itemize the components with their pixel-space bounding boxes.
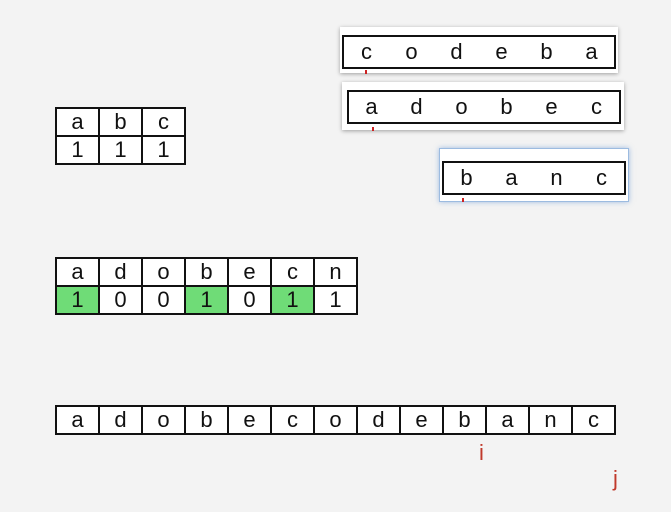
snippet-cell: n (550, 165, 563, 190)
target-frequency-table: a b c 1 1 1 (55, 107, 186, 165)
snippet-cell: d (450, 39, 463, 64)
count-cell: 1 (55, 285, 100, 315)
string-cell: b (442, 405, 487, 435)
count-cell: 1 (270, 285, 315, 315)
snippet-cell: b (540, 39, 553, 64)
pointer-j: j (613, 466, 618, 491)
table-cell: 1 (98, 135, 143, 165)
count-cell: 0 (227, 285, 272, 315)
table-cell: n (313, 257, 358, 287)
string-cell: b (184, 405, 229, 435)
snippet-card-banc[interactable]: b a n c (439, 148, 629, 202)
snippet-cell: c (361, 39, 372, 64)
table-cell: a (55, 107, 100, 137)
table-row-counts: 1 0 0 1 0 1 1 (55, 285, 358, 315)
snippet-cell: o (405, 39, 418, 64)
count-cell: 1 (184, 285, 229, 315)
snippet-cell: o (455, 94, 468, 119)
snippet-row-codeba: c o d e b a (342, 35, 616, 69)
table-cell: o (141, 257, 186, 287)
string-cell: e (399, 405, 444, 435)
count-cell: 1 (313, 285, 358, 315)
string-cell: d (356, 405, 401, 435)
string-cell: c (571, 405, 616, 435)
snippet-card-codeba: c o d e b a (340, 27, 618, 74)
table-row-letters: a d o b e c n (55, 257, 358, 287)
snippet-cell: c (596, 165, 607, 190)
pointer-tick-mark (462, 198, 464, 202)
snippet-cell: b (500, 94, 513, 119)
table-cell: e (227, 257, 272, 287)
pointer-i: i (479, 440, 484, 465)
snippet-row-banc: b a n c (442, 161, 626, 195)
count-cell: 0 (141, 285, 186, 315)
source-string-row: a d o b e c o d e b a n c (55, 405, 616, 435)
table-cell: 1 (55, 135, 100, 165)
string-cell: a (55, 405, 100, 435)
snippet-cell: e (545, 94, 558, 119)
table-cell: a (55, 257, 100, 287)
table-row-letters: a b c (55, 107, 186, 137)
string-cell: o (313, 405, 358, 435)
snippet-cell: e (495, 39, 508, 64)
table-cell: d (98, 257, 143, 287)
snippet-cell: d (410, 94, 423, 119)
table-row-counts: 1 1 1 (55, 135, 186, 165)
table-cell: b (98, 107, 143, 137)
snippet-row-adobec: a d o b e c (347, 90, 621, 124)
pointer-tick-mark (365, 70, 367, 74)
table-cell: 1 (141, 135, 186, 165)
window-frequency-table: a d o b e c n 1 0 0 1 0 1 1 (55, 257, 358, 315)
snippet-cell: a (365, 94, 378, 119)
snippet-cell: c (591, 94, 602, 119)
string-cell: c (270, 405, 315, 435)
table-row: a d o b e c o d e b a n c (55, 405, 616, 435)
snippet-cell: a (585, 39, 598, 64)
snippet-card-adobec: a d o b e c (342, 82, 624, 131)
snippet-cell: b (460, 165, 473, 190)
table-cell: c (141, 107, 186, 137)
pointer-tick-mark (372, 127, 374, 131)
string-cell: a (485, 405, 530, 435)
string-cell: e (227, 405, 272, 435)
string-cell: d (98, 405, 143, 435)
string-cell: n (528, 405, 573, 435)
table-cell: b (184, 257, 229, 287)
table-cell: c (270, 257, 315, 287)
snippet-cell: a (505, 165, 518, 190)
string-cell: o (141, 405, 186, 435)
count-cell: 0 (98, 285, 143, 315)
